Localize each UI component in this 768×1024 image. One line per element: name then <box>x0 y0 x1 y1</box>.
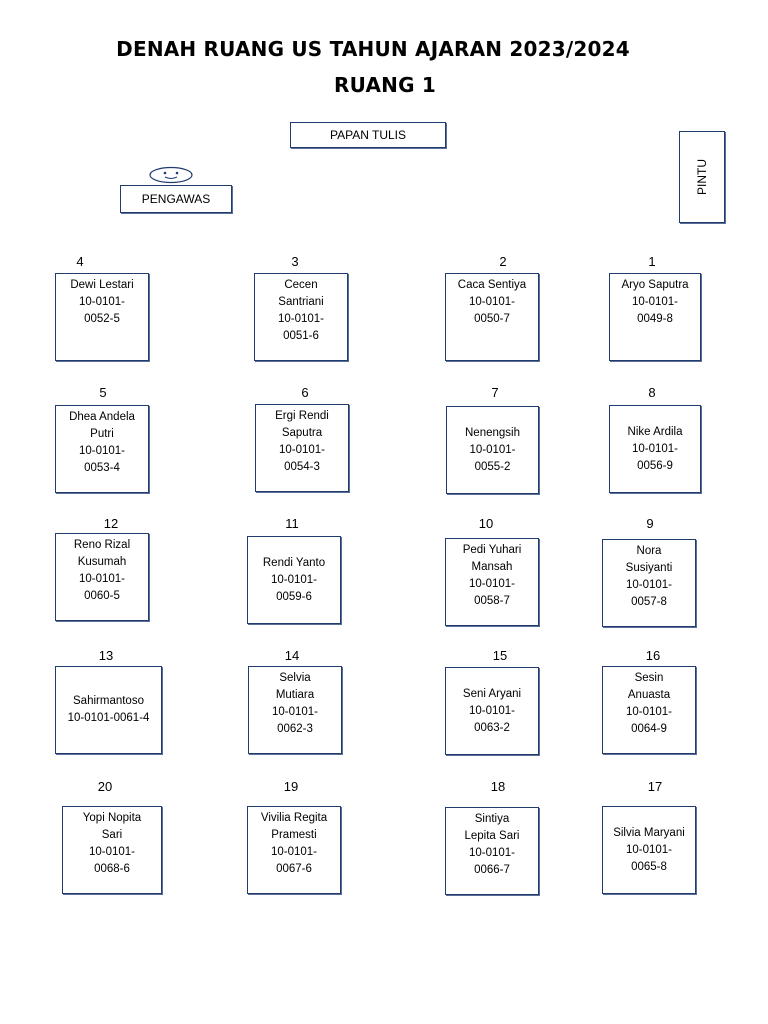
seat-student-info: Silvia Maryani 10-0101- 0065-8 <box>613 826 685 873</box>
seat-student-info: Pedi Yuhari Mansah 10-0101- 0058-7 <box>462 544 522 607</box>
seat-box: Aryo Saputra 10-0101- 0049-8 <box>609 273 701 361</box>
seat-number: 9 <box>646 516 654 531</box>
whiteboard-box: PAPAN TULIS <box>290 122 446 148</box>
seat-student-info: Dewi Lestari 10-0101- 0052-5 <box>70 279 134 325</box>
seat-student-info: Reno Rizal Kusumah 10-0101- 0060-5 <box>73 539 131 602</box>
seat-box: Vivilia Regita Pramesti 10-0101- 0067-6 <box>247 806 341 894</box>
seat-student-info: Dhea Andela Putri 10-0101- 0053-4 <box>69 411 135 474</box>
seat-number: 14 <box>284 648 300 663</box>
seat-box: Dewi Lestari 10-0101- 0052-5 <box>55 273 149 361</box>
seat-box: Nora Susiyanti 10-0101- 0057-8 <box>602 539 696 627</box>
seat-box: Nike Ardila 10-0101- 0056-9 <box>609 405 701 493</box>
seat-box: Caca Sentiya 10-0101- 0050-7 <box>445 273 539 361</box>
seat-student-info: Sesin Anuasta 10-0101- 0064-9 <box>625 672 673 735</box>
seat-number: 1 <box>648 254 656 269</box>
seat-number: 7 <box>491 385 499 400</box>
seat-box: Sesin Anuasta 10-0101- 0064-9 <box>602 666 696 754</box>
whiteboard-label: PAPAN TULIS <box>329 128 407 142</box>
seat-box: Dhea Andela Putri 10-0101- 0053-4 <box>55 405 149 493</box>
seat-box: Reno Rizal Kusumah 10-0101- 0060-5 <box>55 533 149 621</box>
seat-number: 4 <box>76 254 84 269</box>
seat-box: Selvia Mutiara 10-0101- 0062-3 <box>248 666 342 754</box>
door-label: PINTU <box>695 159 709 195</box>
room-title: RUANG 1 <box>334 73 436 97</box>
supervisor-desk: PENGAWAS <box>120 185 232 213</box>
seat-student-info: Caca Sentiya 10-0101- 0050-7 <box>457 279 527 325</box>
seat-box: Nenengsih 10-0101- 0055-2 <box>446 406 539 494</box>
seat-student-info: Sahirmantoso 10-0101-0061-4 <box>67 695 150 724</box>
seat-box: Pedi Yuhari Mansah 10-0101- 0058-7 <box>445 538 539 626</box>
seat-number: 12 <box>103 516 119 531</box>
seat-student-info: Nenengsih 10-0101- 0055-2 <box>465 426 520 473</box>
seat-student-info: Seni Aryani 10-0101- 0063-2 <box>462 687 522 734</box>
seat-box: Seni Aryani 10-0101- 0063-2 <box>445 667 539 755</box>
seat-number: 17 <box>647 779 663 794</box>
seat-box: Silvia Maryani 10-0101- 0065-8 <box>602 806 696 894</box>
seat-number: 13 <box>98 648 114 663</box>
seat-number: 5 <box>99 385 107 400</box>
seat-box: Ergi Rendi Saputra 10-0101- 0054-3 <box>255 404 349 492</box>
seat-box: Sahirmantoso 10-0101-0061-4 <box>55 666 162 754</box>
supervisor-label: PENGAWAS <box>141 192 211 206</box>
seat-student-info: Selvia Mutiara 10-0101- 0062-3 <box>271 672 319 735</box>
smiley-face-icon <box>149 166 193 184</box>
seat-number: 11 <box>285 516 299 531</box>
seat-number: 10 <box>478 516 494 531</box>
seat-box: Yopi Nopita Sari 10-0101- 0068-6 <box>62 806 162 894</box>
seat-student-info: Nora Susiyanti 10-0101- 0057-8 <box>625 545 673 608</box>
seat-student-info: Rendi Yanto 10-0101- 0059-6 <box>262 556 326 603</box>
seat-student-info: Aryo Saputra 10-0101- 0049-8 <box>621 279 689 325</box>
seat-student-info: Ergi Rendi Saputra 10-0101- 0054-3 <box>275 410 329 473</box>
seat-number: 19 <box>283 779 299 794</box>
seat-number: 18 <box>490 779 506 794</box>
page-title: DENAH RUANG US TAHUN AJARAN 2023/2024 <box>116 37 630 61</box>
seat-number: 6 <box>301 385 309 400</box>
seat-box: Cecen Santriani 10-0101- 0051-6 <box>254 273 348 361</box>
door-box: PINTU <box>679 131 725 223</box>
seat-number: 3 <box>291 254 299 269</box>
seat-number: 2 <box>499 254 507 269</box>
seat-student-info: Cecen Santriani 10-0101- 0051-6 <box>277 279 325 342</box>
seat-number: 15 <box>492 648 508 663</box>
seat-student-info: Vivilia Regita Pramesti 10-0101- 0067-6 <box>260 812 328 875</box>
seat-student-info: Yopi Nopita Sari 10-0101- 0068-6 <box>82 812 142 875</box>
seat-number: 16 <box>645 648 661 663</box>
seat-box: Rendi Yanto 10-0101- 0059-6 <box>247 536 341 624</box>
seat-number: 20 <box>97 779 113 794</box>
seat-number: 8 <box>648 385 656 400</box>
seat-box: Sintiya Lepita Sari 10-0101- 0066-7 <box>445 807 539 895</box>
seat-student-info: Nike Ardila 10-0101- 0056-9 <box>627 425 683 472</box>
seat-student-info: Sintiya Lepita Sari 10-0101- 0066-7 <box>464 813 520 876</box>
